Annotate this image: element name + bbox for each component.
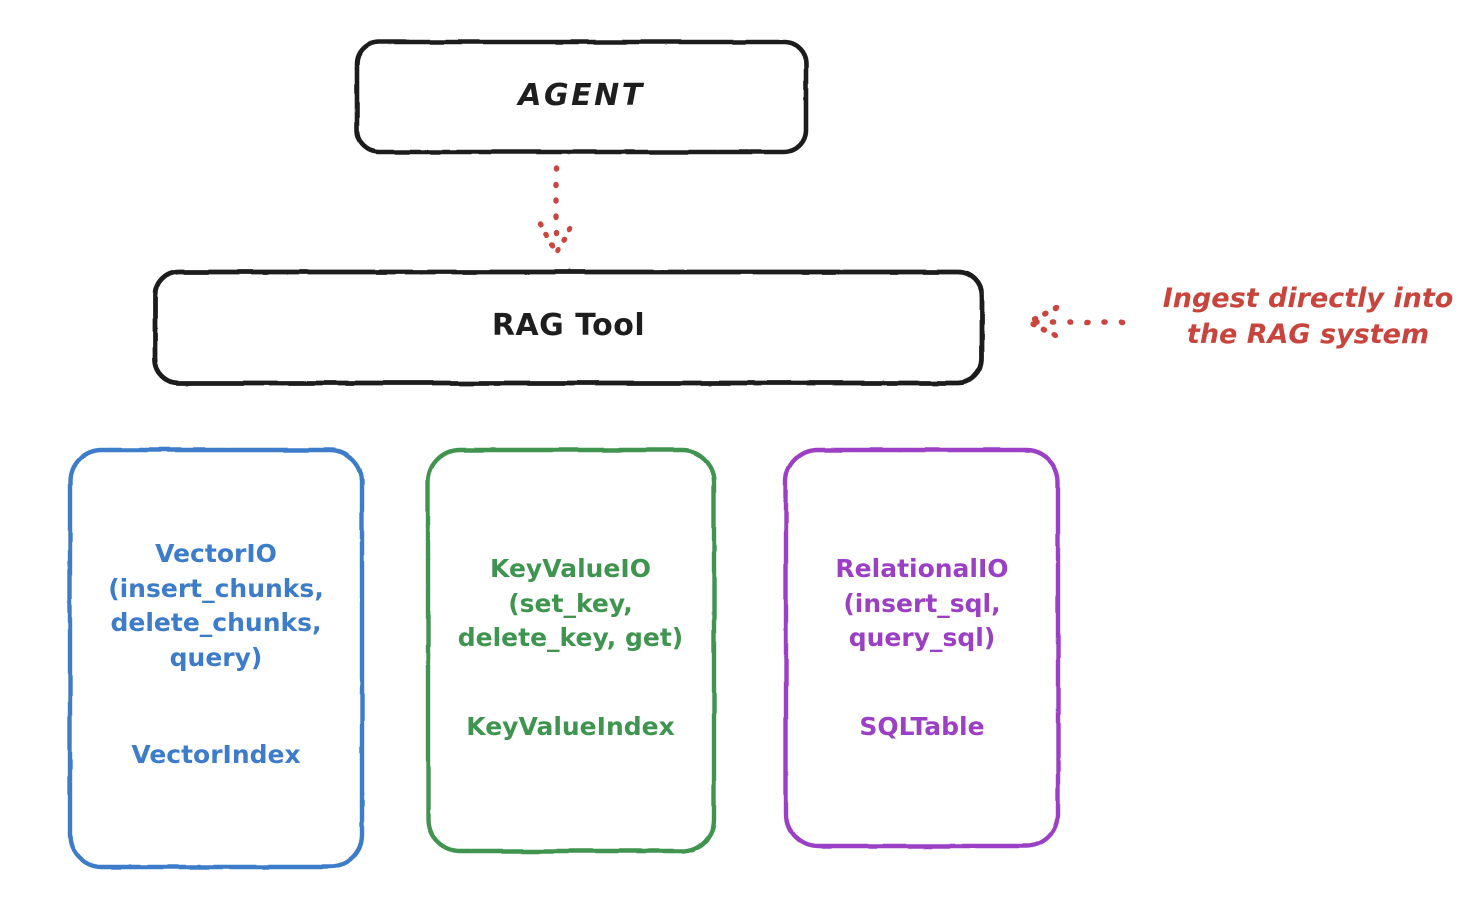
agent-box[interactable] xyxy=(354,39,809,155)
vector-io-box[interactable] xyxy=(67,447,365,870)
relational-io-box[interactable] xyxy=(783,447,1061,849)
key-value-io-box[interactable] xyxy=(425,447,717,854)
agent-to-rag-arrow xyxy=(537,165,576,256)
ingest-annotation-label: Ingest directly into the RAG system xyxy=(1162,283,1454,350)
rag-tool-box[interactable] xyxy=(152,269,985,386)
ingest-arrow xyxy=(1026,305,1125,339)
